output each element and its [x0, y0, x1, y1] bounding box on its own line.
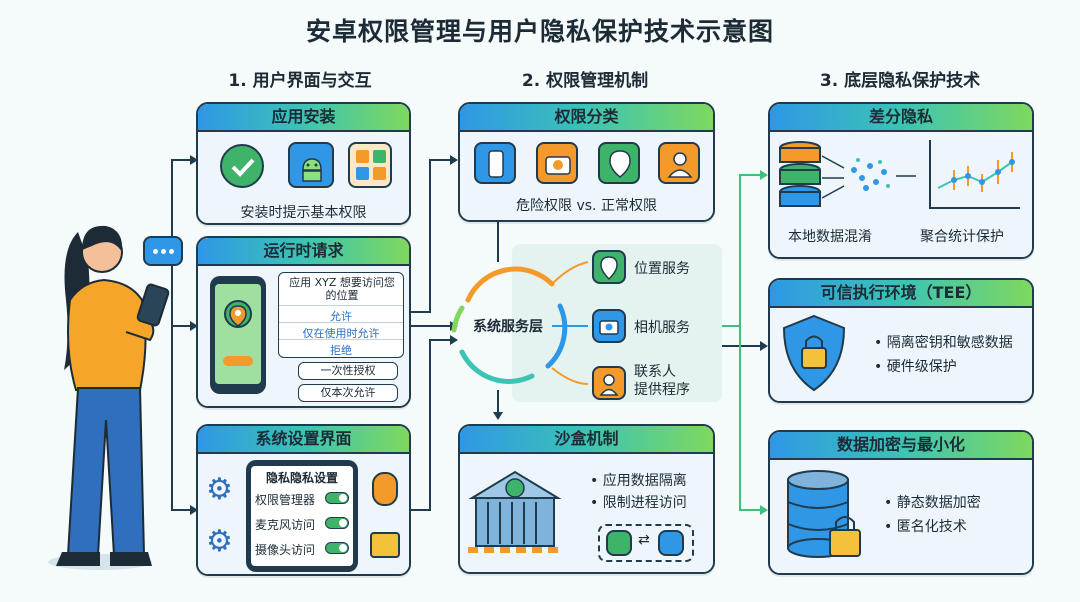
database-icon	[770, 460, 880, 575]
encryption-item: • 静态数据加密	[884, 492, 981, 512]
android-icon	[606, 530, 632, 556]
dp-right-caption: 聚合统计保护	[920, 226, 1004, 246]
panel-encryption: 数据加密与最小化 • 静态数据加密 • 匿名化技术	[768, 430, 1034, 575]
service-contacts-provider: 联系人 提供程序	[634, 363, 690, 399]
contact-icon	[658, 530, 684, 556]
sandbox-item: • 限制进程访问	[590, 492, 687, 512]
panel-encryption-title: 数据加密与最小化	[770, 432, 1032, 460]
swap-arrows-icon: ⇄	[638, 532, 650, 548]
system-service-layer: 系统服务层	[452, 316, 564, 336]
contact-icon	[592, 366, 626, 400]
location-pin-icon	[592, 250, 626, 284]
isolated-apps: ⇄	[598, 524, 694, 562]
encryption-item: • 匿名化技术	[884, 516, 967, 536]
camera-icon	[592, 309, 626, 343]
dp-left-caption: 本地数据混淆	[788, 226, 872, 246]
panel-differential-privacy-title: 差分隐私	[770, 104, 1032, 132]
tee-item: • 硬件级保护	[874, 356, 957, 376]
sandbox-building-icon	[460, 454, 580, 574]
sandbox-item: • 应用数据隔离	[590, 470, 687, 490]
panel-differential-privacy: 差分隐私 本地数据混淆	[768, 102, 1034, 259]
service-location: 位置服务	[634, 258, 690, 278]
panel-tee: 可信执行环境（TEE） • 隔离密钥和敏感数据 • 硬件级保护	[768, 278, 1034, 403]
shield-icon	[770, 308, 860, 403]
tee-item: • 隔离密钥和敏感数据	[874, 332, 1013, 352]
panel-sandbox: 沙盒机制 • 应用数据隔离 • 限制进程访问 ⇄	[458, 424, 715, 574]
panel-tee-title: 可信执行环境（TEE）	[770, 280, 1032, 308]
panel-sandbox-title: 沙盒机制	[460, 426, 713, 454]
service-camera: 相机服务	[634, 317, 690, 337]
